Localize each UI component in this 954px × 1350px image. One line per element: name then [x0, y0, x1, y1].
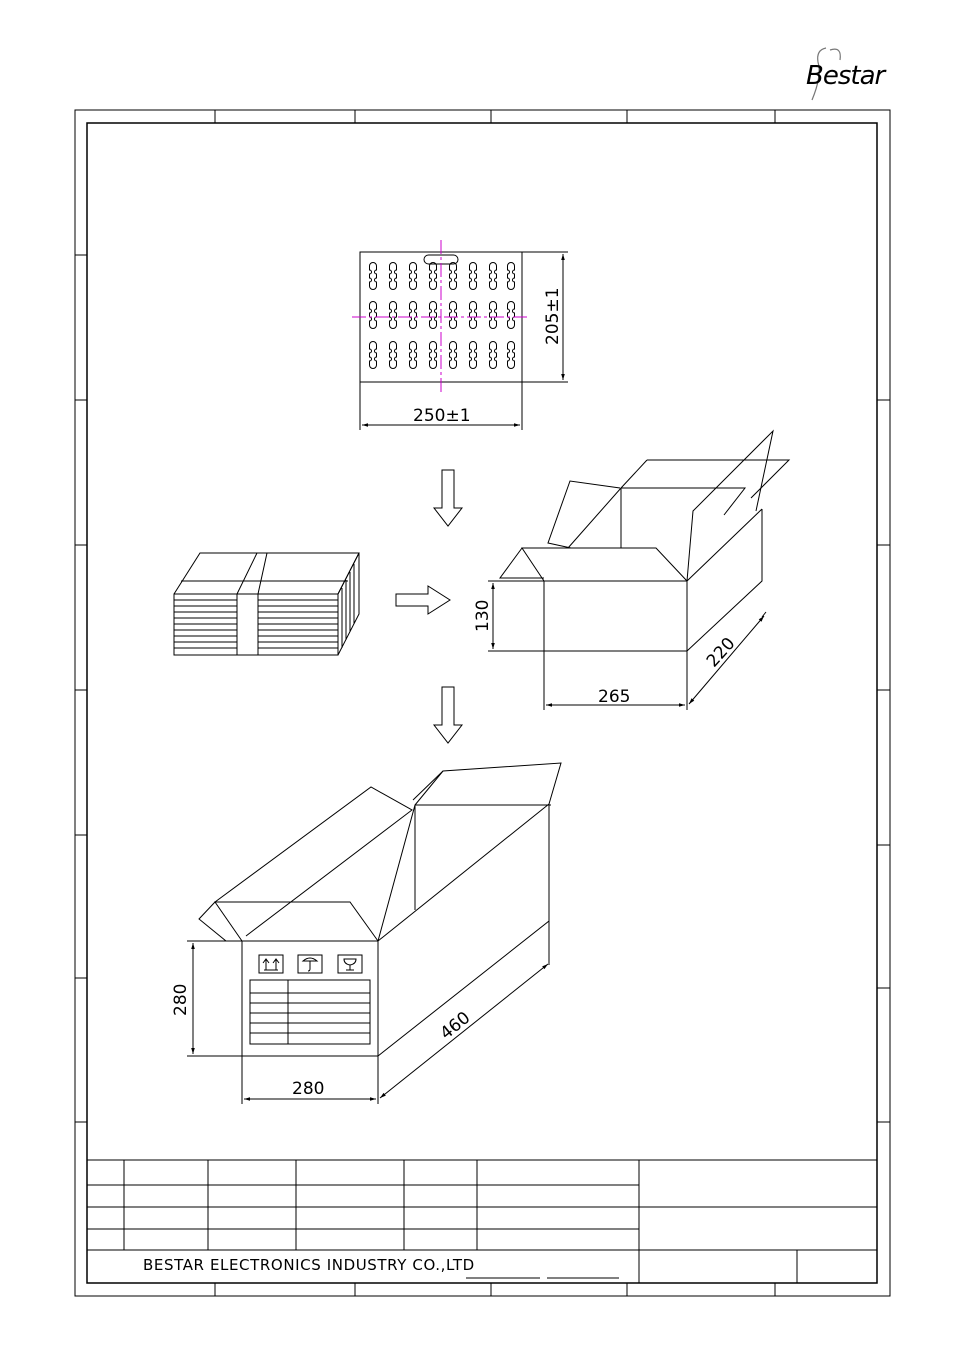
tray-top-view: 205±1 250±1 — [352, 240, 568, 430]
inner-box-height-label: 130 — [473, 600, 493, 632]
outer-box — [199, 763, 561, 1056]
outer-box-label-panel — [250, 955, 370, 1044]
fragile-icon — [338, 955, 362, 973]
outer-box-width-label: 280 — [292, 1079, 324, 1099]
inner-box — [500, 431, 789, 651]
this-side-up-icon — [259, 955, 283, 973]
right-arrow — [396, 586, 450, 614]
down-arrow-2 — [434, 687, 462, 743]
keep-dry-icon — [298, 955, 322, 973]
bestar-logo: Bestar — [806, 48, 888, 100]
company-name: BESTAR ELECTRONICS INDUSTRY CO.,LTD — [143, 1256, 475, 1274]
inner-box-width-label: 265 — [598, 687, 630, 707]
tray-stack — [174, 553, 359, 655]
tray-centerlines — [352, 240, 530, 392]
label-table — [250, 980, 370, 1044]
inner-box-depth-label: 220 — [703, 634, 740, 672]
tray-slots — [370, 263, 515, 369]
tray-height-label: 205±1 — [543, 287, 563, 345]
tray-width-label: 250±1 — [413, 406, 471, 426]
outer-box-depth-label: 460 — [437, 1008, 475, 1044]
flow-arrows — [396, 470, 462, 743]
outer-box-height-label: 280 — [171, 984, 191, 1016]
logo-text: Bestar — [806, 61, 888, 91]
down-arrow-1 — [434, 470, 462, 526]
drawing-frame — [75, 110, 890, 1296]
